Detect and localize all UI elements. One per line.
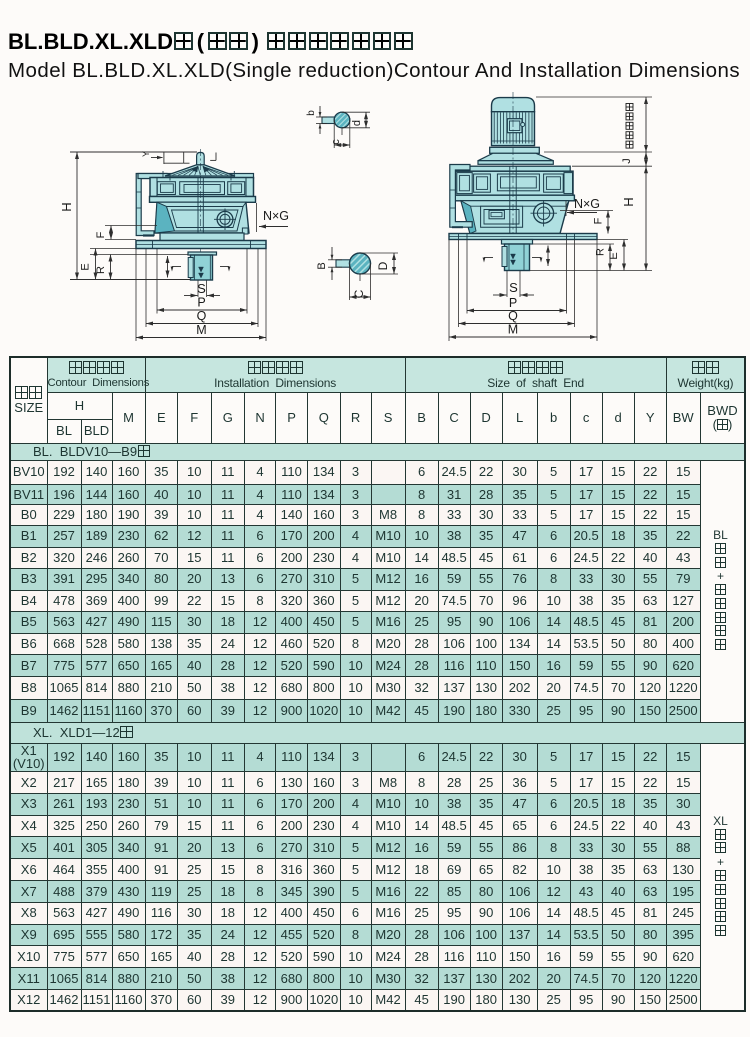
svg-text:N×G: N×G xyxy=(263,209,289,223)
svg-text:d: d xyxy=(351,120,363,126)
svg-text:D: D xyxy=(376,261,390,270)
svg-text:C: C xyxy=(352,289,366,298)
svg-text:R: R xyxy=(95,266,107,274)
svg-text:F: F xyxy=(95,231,107,238)
svg-text:P: P xyxy=(197,296,205,310)
svg-text:S: S xyxy=(509,280,518,295)
svg-text:H: H xyxy=(59,202,74,211)
svg-text:c: c xyxy=(330,139,342,145)
svg-text:M: M xyxy=(508,323,518,337)
svg-text:R: R xyxy=(595,248,607,256)
svg-text:Y: Y xyxy=(141,151,151,157)
svg-text:P: P xyxy=(509,296,517,310)
svg-text:H: H xyxy=(621,197,636,206)
svg-text:S: S xyxy=(197,281,206,296)
svg-text:B: B xyxy=(316,262,328,269)
svg-text:F: F xyxy=(593,217,605,224)
svg-text:N×G: N×G xyxy=(574,197,600,211)
svg-text:Q: Q xyxy=(197,309,207,323)
svg-text:E: E xyxy=(80,263,92,270)
svg-text:M: M xyxy=(196,323,206,337)
svg-text:J: J xyxy=(621,158,633,164)
svg-text:Q: Q xyxy=(508,309,518,323)
svg-text:b: b xyxy=(306,110,317,116)
svg-text:E: E xyxy=(608,252,620,259)
